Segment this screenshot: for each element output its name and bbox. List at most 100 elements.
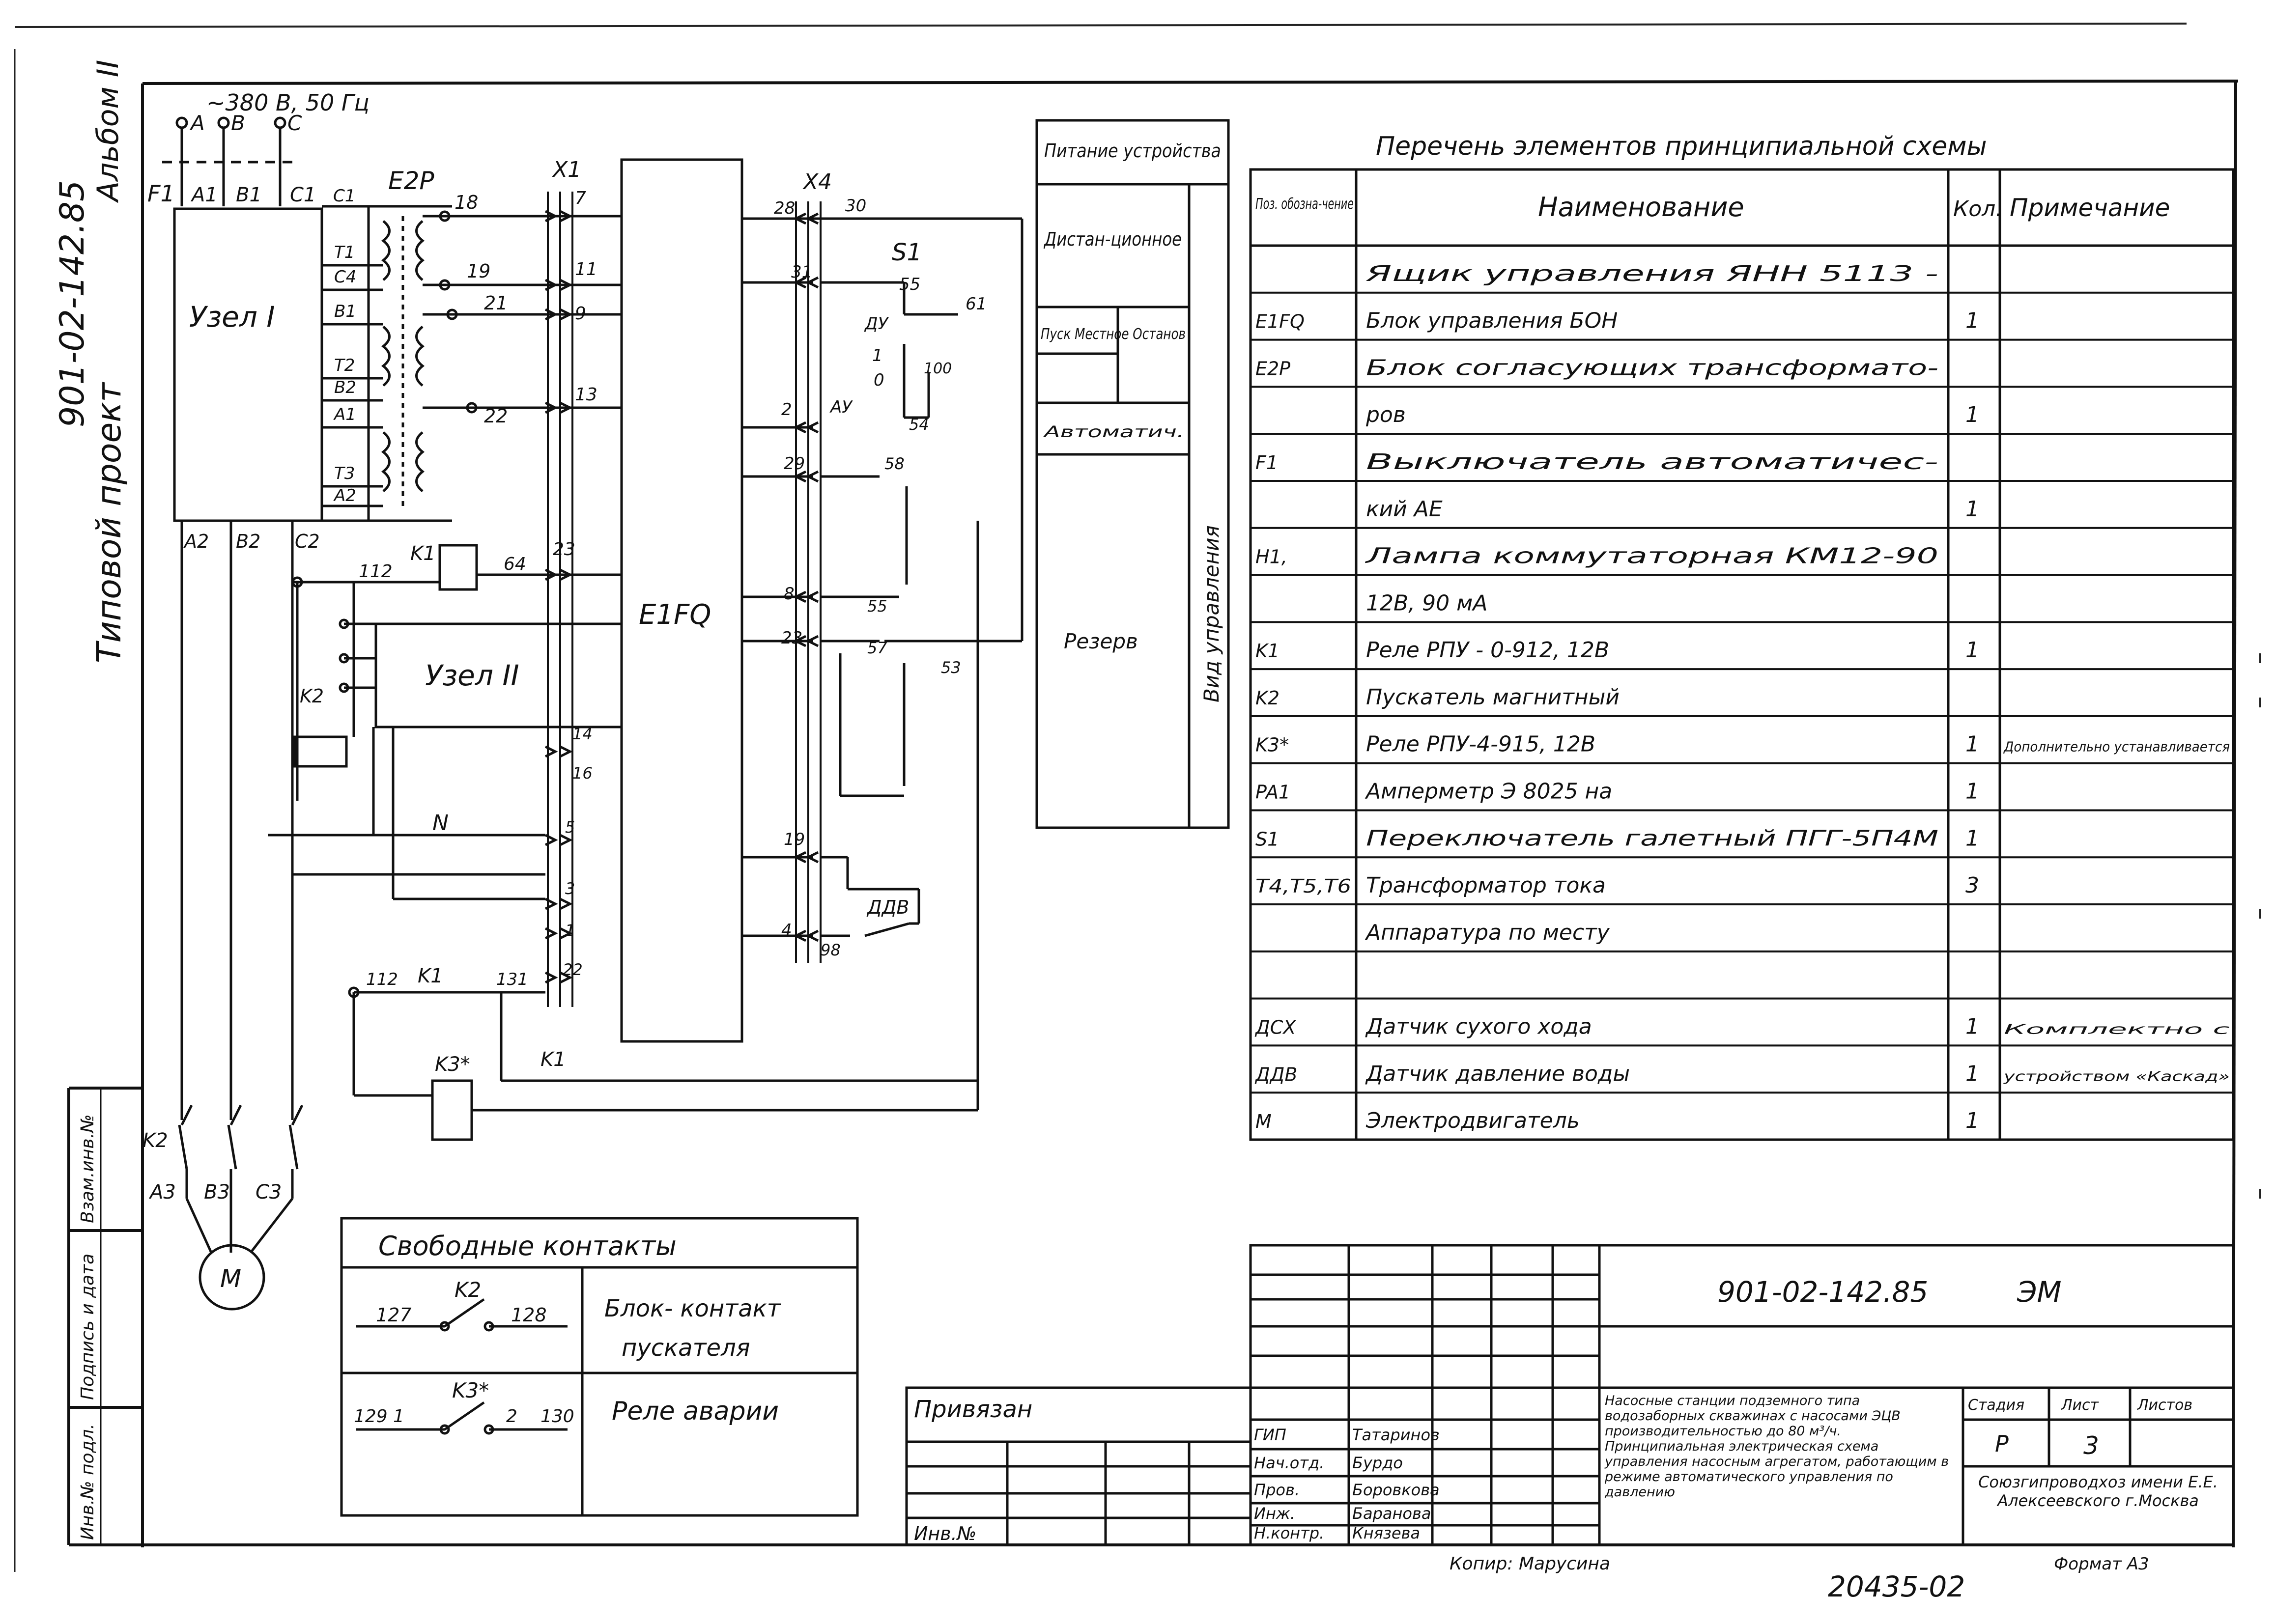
sheet-label: Лист — [2061, 1397, 2100, 1414]
x1-num: 9 — [575, 304, 586, 324]
k2-pin-b: 128 — [511, 1304, 547, 1326]
switch-pin: 57 — [867, 639, 887, 657]
x4-num: 8 — [784, 584, 795, 604]
node1-out: B2 — [236, 531, 260, 552]
table-cell-name: Переключатель галетный ПГГ-5П4М — [1366, 826, 1938, 851]
node2-block — [374, 622, 623, 728]
node1-out: A2 — [183, 531, 209, 552]
inv-no-label: Инв.№ — [914, 1523, 976, 1544]
archive-number: 20435-02 — [1828, 1570, 1965, 1603]
node1-pin: T3 — [334, 464, 355, 483]
role-name: Татаринов — [1352, 1426, 1440, 1444]
x1-num: 13 — [575, 385, 597, 405]
node2-label: Узел II — [425, 659, 519, 692]
k2-relay: K2 — [455, 1278, 481, 1302]
controller-block — [620, 158, 743, 1043]
table-cell-pos: ДСХ — [1254, 1016, 1296, 1038]
table-cell-name: Ящик управления ЯНН 5113 - — [1365, 261, 1938, 286]
relay-k1-label: K1 — [410, 542, 436, 565]
node1-pin: B2 — [334, 378, 356, 397]
term-b1: B1 — [236, 184, 262, 206]
supply-label: ~380 В, 50 Гц — [206, 89, 370, 116]
pressure-sensor-label: ДДВ — [866, 896, 909, 918]
switch-pin: 55 — [899, 275, 920, 294]
switch-pin: 53 — [941, 658, 961, 677]
table-cell-pos: H1, — [1255, 546, 1287, 568]
table-cell-name: Реле РПУ - 0-912, 12В — [1366, 638, 1609, 663]
x4-num: 4 — [781, 921, 792, 940]
role-title: Инж. — [1254, 1504, 1295, 1523]
switch-pin: 58 — [884, 454, 905, 473]
side-album: Альбом II — [91, 60, 125, 203]
term-c1: C1 — [290, 184, 316, 206]
panel-row-local: Пуск Местное Останов — [1041, 326, 1186, 343]
free-contacts — [340, 1217, 859, 1517]
x1-num: 7 — [575, 188, 586, 208]
table-cell-pos: K2 — [1255, 687, 1280, 709]
relay-k2-label: K2 — [300, 685, 324, 707]
k3-pin-a2: 1 — [393, 1406, 404, 1427]
table-cell-qty: 1 — [1965, 1061, 1979, 1086]
x1-num: 1 — [565, 921, 575, 940]
k3-desc: Реле аварии — [612, 1397, 779, 1426]
x4-label: X4 — [802, 169, 832, 195]
x4-num: 2 — [781, 400, 792, 420]
k2-desc-2: пускателя — [622, 1334, 750, 1362]
motor-symbol — [199, 1244, 265, 1311]
col-pos: Поз. обозна-чение — [1255, 196, 1354, 213]
wire-num: 19 — [467, 260, 490, 282]
table-cell-name: Трансформатор тока — [1366, 873, 1606, 898]
title-description: Насосные станции подземного типа водозаб… — [1605, 1393, 1949, 1500]
switch-pin: 30 — [845, 196, 866, 216]
table-cell-name: Амперметр Э 8025 на — [1365, 779, 1612, 804]
switch-mode: 1 — [872, 346, 883, 365]
table-cell-pos: T4,T5,T6 — [1255, 875, 1351, 897]
col-qty: Кол. — [1953, 196, 2002, 222]
table-cell-name: Блок согласующих трансформато- — [1366, 355, 1938, 380]
table-cell-pos: K1 — [1255, 640, 1280, 662]
neutral-label: N — [432, 811, 449, 836]
switch-pin: 61 — [966, 294, 987, 314]
stamp-vzam: Взам.инв.№ — [78, 1114, 98, 1223]
table-cell-name: кий АЕ — [1366, 497, 1443, 522]
stamp-inv: Инв.№ подл. — [78, 1424, 98, 1540]
switch-mode: АУ — [829, 397, 853, 417]
role-title: Нач.отд. — [1254, 1454, 1324, 1472]
table-cell-qty: 1 — [1965, 1108, 1979, 1133]
wire-num: 112 — [366, 970, 398, 989]
motor-term: C3 — [256, 1181, 282, 1204]
k1-contact-2-label: K1 — [540, 1048, 566, 1071]
term-a1: A1 — [190, 184, 218, 206]
switch-label: S1 — [892, 239, 922, 266]
phase-c: C — [287, 111, 302, 135]
elements-table-title: Перечень элементов принципиальной схемы — [1376, 132, 1987, 161]
relay-k3-label: K3* — [435, 1053, 470, 1076]
schematic: ~380 В, 50 Гц A B C F1 A1 B1 C1 Узел I C… — [142, 89, 1024, 1311]
wire-num: 21 — [484, 292, 508, 314]
col-note: Примечание — [2010, 194, 2170, 222]
table-cell-qty: 1 — [1965, 1014, 1979, 1039]
table-cell-pos: F1 — [1255, 452, 1278, 474]
x1-num: 22 — [563, 960, 583, 979]
table-cell-qty: 1 — [1965, 497, 1979, 522]
role-name: Князева — [1352, 1524, 1420, 1542]
table-cell-qty: 1 — [1965, 779, 1979, 804]
x4-num: 29 — [784, 454, 805, 474]
x4-num: 19 — [784, 830, 805, 849]
org-box: Союзгипроводхоз имени Е.Е. Алексеевского… — [1978, 1473, 2218, 1510]
node1-block — [173, 207, 323, 522]
table-cell-pos: PA1 — [1255, 782, 1290, 803]
switch-pin: 54 — [909, 415, 929, 434]
motor-term: A3 — [148, 1181, 176, 1204]
x1-terminals — [544, 210, 573, 984]
table-cell-name: Аппаратура по месту — [1365, 920, 1610, 945]
x1-num: 5 — [565, 818, 575, 837]
k2-pin-a: 127 — [376, 1304, 412, 1326]
table-cell-name: Датчик сухого хода — [1365, 1014, 1592, 1039]
table-cell-note: Комплектно с — [2004, 1021, 2230, 1037]
table-cell-name: Выключатель автоматичес- — [1366, 449, 1938, 475]
x1-num: 23 — [553, 539, 575, 560]
phase-a: A — [189, 111, 205, 135]
